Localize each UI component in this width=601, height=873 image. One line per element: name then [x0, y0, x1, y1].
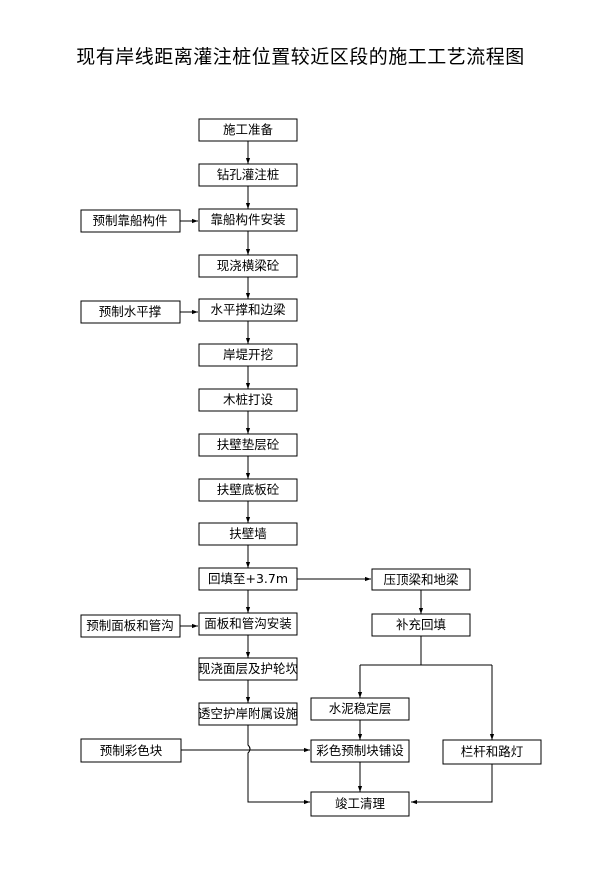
node-rail-light: 栏杆和路灯 [442, 739, 542, 765]
node-surface-cast: 现浇面层及护轮坎 [198, 657, 299, 681]
node-wall-bottom: 扶壁底板砼 [198, 478, 298, 502]
node-pre-brace: 预制水平撑 [80, 300, 181, 324]
node-brace-beam: 水平撑和边梁 [198, 298, 298, 322]
node-pre-brace-label: 预制水平撑 [99, 304, 162, 319]
node-color-lay-label: 彩色预制块铺设 [316, 743, 404, 758]
node-panel-install: 面板和管沟安装 [198, 612, 298, 636]
node-cement-layer: 水泥稳定层 [310, 697, 410, 721]
node-wall-cushion-label: 扶壁垫层砼 [217, 437, 280, 452]
node-wall-label: 扶壁墙 [229, 526, 267, 541]
node-surface-cast-label: 现浇面层及护轮坎 [198, 661, 299, 676]
node-cement-layer-label: 水泥稳定层 [329, 701, 392, 716]
node-beam-cast: 现浇横梁砼 [198, 254, 298, 278]
node-pre-panel-label: 预制面板和管沟 [86, 618, 174, 633]
node-fender-install: 靠船构件安装 [198, 208, 298, 232]
node-cap-beam-label: 压顶梁和地梁 [383, 572, 459, 587]
node-backfill: 回填至+3.7m [198, 567, 298, 591]
node-complete: 竣工清理 [310, 791, 410, 817]
node-pre-color: 预制彩色块 [80, 738, 182, 763]
node-fender-install-label: 靠船构件安装 [210, 212, 285, 227]
node-backfill-label: 回填至+3.7m [208, 571, 288, 586]
node-drill: 钻孔灌注桩 [198, 163, 298, 187]
node-rail-light-label: 栏杆和路灯 [461, 744, 524, 759]
node-supp-fill-label: 补充回填 [396, 617, 446, 632]
page-title: 现有岸线距离灌注桩位置较近区段的施工工艺流程图 [76, 46, 525, 68]
node-pre-fender: 预制靠船构件 [80, 209, 181, 233]
node-prep: 施工准备 [198, 118, 298, 142]
node-bank-dig: 岸堤开挖 [198, 343, 298, 367]
node-facility-label: 透空护岸附属设施 [198, 706, 299, 721]
node-wall-cushion: 扶壁垫层砼 [198, 433, 298, 457]
node-wall: 扶壁墙 [198, 522, 298, 546]
node-complete-label: 竣工清理 [335, 796, 386, 811]
node-color-lay: 彩色预制块铺设 [310, 739, 410, 763]
node-panel-install-label: 面板和管沟安装 [204, 616, 292, 631]
node-bank-dig-label: 岸堤开挖 [223, 347, 273, 362]
node-prep-label: 施工准备 [223, 122, 274, 137]
node-wood-pile-label: 木桩打设 [223, 392, 274, 407]
node-facility: 透空护岸附属设施 [198, 702, 299, 726]
node-wall-bottom-label: 扶壁底板砼 [217, 482, 280, 497]
node-pre-panel: 预制面板和管沟 [80, 614, 181, 638]
node-supp-fill: 补充回填 [371, 613, 471, 637]
node-drill-label: 钻孔灌注桩 [217, 167, 280, 182]
node-cap-beam: 压顶梁和地梁 [371, 568, 471, 591]
node-pre-color-label: 预制彩色块 [100, 743, 163, 758]
node-beam-cast-label: 现浇横梁砼 [217, 258, 280, 273]
node-pre-fender-label: 预制靠船构件 [92, 213, 167, 228]
node-wood-pile: 木桩打设 [198, 388, 298, 412]
node-brace-beam-label: 水平撑和边梁 [210, 302, 286, 317]
connectors [180, 141, 495, 805]
